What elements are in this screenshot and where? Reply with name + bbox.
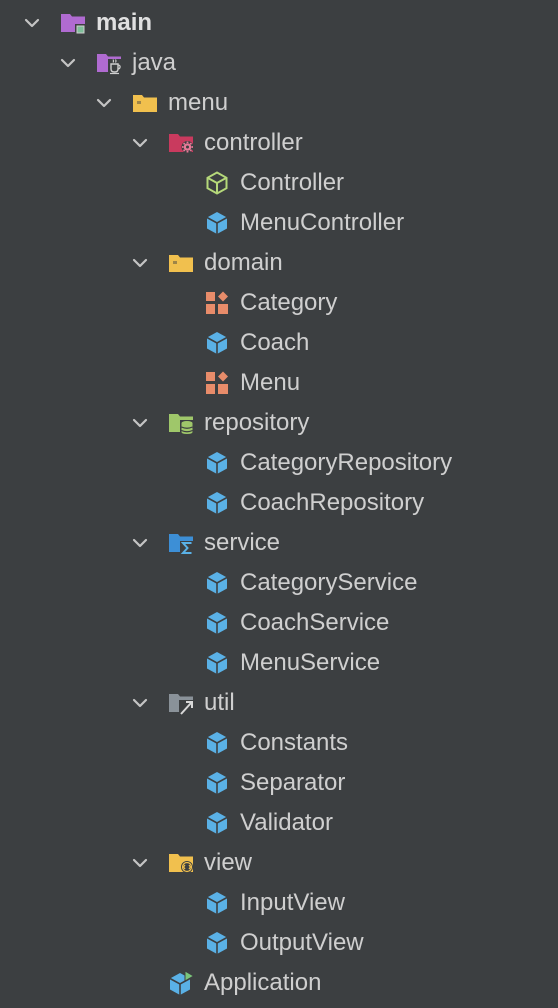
chevron-down-icon[interactable] (93, 92, 115, 114)
class-icon (204, 490, 230, 516)
node-label: main (96, 9, 153, 36)
java-source-folder-icon (96, 50, 122, 76)
node-label: InputView (240, 889, 345, 916)
node-label: MenuController (240, 209, 405, 236)
node-label: Validator (240, 809, 333, 836)
chevron-down-icon[interactable] (129, 532, 151, 554)
node-label: menu (168, 89, 229, 116)
node-label: domain (204, 249, 283, 276)
application-class-icon (168, 970, 194, 996)
node-label: CategoryService (240, 569, 418, 596)
package-folder-icon (168, 250, 194, 276)
class-icon (204, 810, 230, 836)
node-label: OutputView (240, 929, 364, 956)
package-folder-icon (132, 90, 158, 116)
node-label: service (204, 529, 281, 556)
node-label: CoachService (240, 609, 390, 636)
node-label: Separator (240, 769, 346, 796)
chevron-down-icon[interactable] (57, 52, 79, 74)
node-label: CoachRepository (240, 489, 425, 516)
class-icon (204, 450, 230, 476)
node-label: Controller (240, 169, 345, 196)
class-icon (204, 210, 230, 236)
node-label: controller (204, 129, 303, 156)
class-icon (204, 570, 230, 596)
node-label: Menu (240, 369, 301, 396)
node-label: view (204, 849, 253, 876)
class-icon (204, 610, 230, 636)
class-icon (204, 330, 230, 356)
service-folder-icon (168, 530, 194, 556)
node-label: MenuService (240, 649, 381, 676)
enum-icon (204, 370, 230, 396)
repository-folder-icon (168, 410, 194, 436)
class-icon (204, 890, 230, 916)
interface-icon (204, 170, 230, 196)
chevron-down-icon[interactable] (129, 852, 151, 874)
chevron-down-icon[interactable] (129, 252, 151, 274)
node-label: util (204, 689, 235, 716)
class-icon (204, 650, 230, 676)
module-folder-icon (60, 10, 86, 36)
node-label: repository (204, 409, 310, 436)
chevron-down-icon[interactable] (21, 12, 43, 34)
node-label: Category (240, 289, 338, 316)
enum-icon (204, 290, 230, 316)
view-folder-icon (168, 850, 194, 876)
class-icon (204, 770, 230, 796)
node-label: Constants (240, 729, 349, 756)
node-label: Coach (240, 329, 310, 356)
controller-folder-icon (168, 130, 194, 156)
util-folder-icon (168, 690, 194, 716)
chevron-down-icon[interactable] (129, 412, 151, 434)
class-icon (204, 930, 230, 956)
chevron-down-icon[interactable] (129, 692, 151, 714)
class-icon (204, 730, 230, 756)
node-label: java (132, 49, 177, 76)
node-label: Application (204, 969, 322, 996)
chevron-down-icon[interactable] (129, 132, 151, 154)
node-label: CategoryRepository (240, 449, 453, 476)
